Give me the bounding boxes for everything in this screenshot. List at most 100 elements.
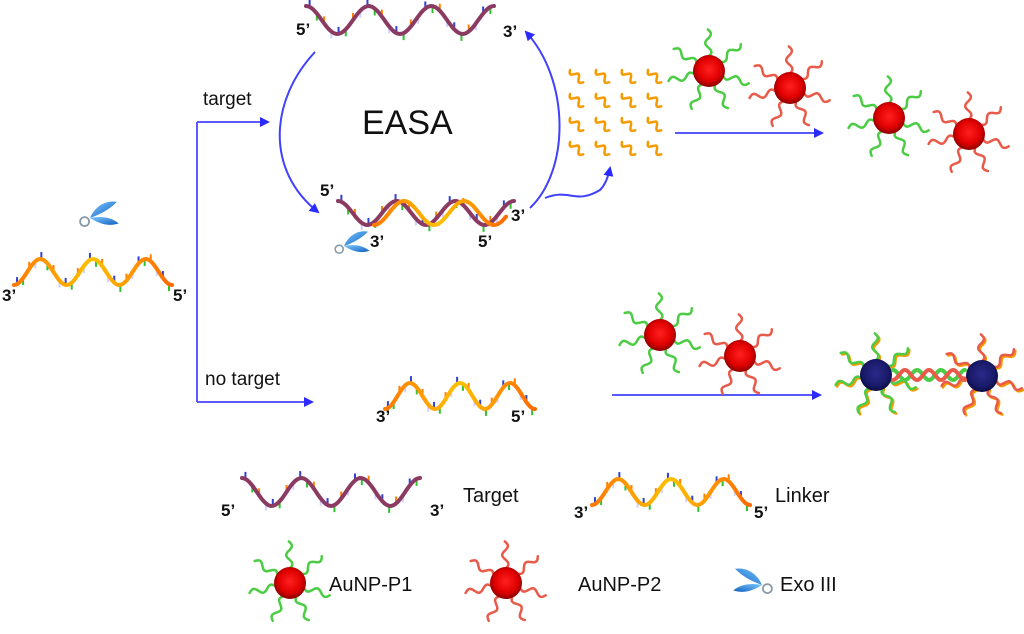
- linker-bridge-duplex: [891, 367, 967, 383]
- backbone: [891, 367, 967, 383]
- handle-ring: [79, 216, 90, 228]
- hybridized-probe: [963, 389, 979, 417]
- probe-strand: [713, 82, 730, 110]
- probe-strand: [703, 28, 713, 58]
- probe-strand: [870, 332, 880, 362]
- target-strand-recycled: [304, 0, 496, 41]
- backbone: [304, 3, 496, 37]
- legend-linker-3-end: 3’: [574, 503, 589, 522]
- probe-strand: [794, 99, 811, 127]
- probe-strand: [500, 540, 510, 570]
- probe-strand: [284, 540, 294, 570]
- aunp-p2-reactant-bottom: [698, 313, 781, 396]
- probe-strand: [885, 346, 910, 368]
- legend-linker-5-end: 5’: [754, 503, 769, 522]
- blade: [733, 584, 762, 592]
- linker-strand-no-target: [383, 376, 537, 416]
- no-target-branch-label: no target: [205, 369, 280, 390]
- linker-fragment: [620, 68, 637, 85]
- cycle-label: EASA: [362, 104, 453, 142]
- probe-strand: [748, 88, 778, 100]
- hybridized-probe: [835, 376, 865, 388]
- blade: [90, 201, 117, 218]
- probe-strand: [294, 594, 311, 622]
- cycle-right-arrow: [524, 30, 561, 209]
- legend-linker-label: Linker: [775, 485, 830, 507]
- probe-strand: [302, 586, 331, 599]
- backbone: [12, 256, 174, 288]
- linker-fragment: [646, 116, 663, 133]
- probe-strand: [703, 332, 730, 350]
- strand-end-label: 5’: [173, 286, 188, 305]
- probe-strand: [270, 594, 286, 623]
- probe-strand: [721, 74, 750, 87]
- linker-fragment: [594, 92, 611, 109]
- probe-strand: [248, 583, 278, 595]
- strand-end-label: 3’: [2, 286, 17, 305]
- blade: [90, 217, 119, 225]
- legend-target-3-end: 3’: [430, 501, 445, 520]
- legend-aunp-p2: [464, 540, 547, 623]
- linker-fragment: [646, 92, 663, 109]
- probe-strand: [486, 594, 502, 623]
- linker-fragment: [568, 68, 585, 85]
- probe-strand: [799, 59, 824, 81]
- probe-strand: [640, 346, 656, 375]
- aunp-p2-product-dispersed: [927, 91, 1010, 174]
- probe-strand: [847, 118, 877, 130]
- linker-fragment: [646, 140, 663, 157]
- linker-fragment: [568, 140, 585, 157]
- legend-aunp-p2-label: AuNP-P2: [578, 574, 662, 596]
- probe-strand: [689, 82, 705, 111]
- strand-end-label: 5’: [511, 407, 526, 426]
- aunp-p2-aggregated: [940, 333, 1024, 417]
- probe-strand: [510, 594, 527, 622]
- linker-fragment: [620, 92, 637, 109]
- backbone: [891, 367, 967, 383]
- backbone: [336, 198, 516, 228]
- linker-strand-in-duplex: [372, 198, 508, 228]
- probe-strand: [869, 129, 885, 158]
- backbone: [383, 380, 537, 412]
- gold-nanoparticle-core: [644, 319, 676, 351]
- linker-bridge-duplex: [891, 367, 967, 383]
- linker-fragment: [594, 140, 611, 157]
- linker-fragment: [568, 116, 585, 133]
- probe-strand: [962, 387, 978, 416]
- probe-strand: [784, 45, 794, 75]
- cycle-left-arrow: [278, 51, 320, 214]
- target-branch-label: target: [203, 89, 252, 110]
- gold-nanoparticle-core: [953, 118, 985, 150]
- strand-end-label: 5’: [478, 232, 493, 251]
- aunp-p2-reactant-top: [748, 45, 831, 128]
- probe-strand: [981, 137, 1010, 150]
- probe-strand: [672, 47, 699, 65]
- probe-strand: [927, 134, 957, 146]
- probe-strand: [623, 311, 650, 329]
- probe-strand: [464, 583, 494, 595]
- blade: [735, 568, 762, 585]
- gold-nanoparticle-core: [774, 72, 806, 104]
- probe-strand: [963, 91, 973, 121]
- probe-strand: [618, 335, 648, 347]
- legend-aunp-p1-label: AuNP-P1: [329, 574, 413, 596]
- probe-strand: [978, 105, 1003, 127]
- backbone: [240, 475, 422, 509]
- aunp-p1-reactant-bottom: [618, 292, 701, 375]
- linker-strand-initial: [12, 252, 174, 292]
- branch-arrows: [196, 117, 314, 407]
- hybridized-probe: [887, 348, 911, 369]
- probe-strand: [973, 145, 990, 173]
- exo3-icon-free: [79, 201, 119, 228]
- gold-nanoparticle-core: [490, 567, 522, 599]
- gold-nanoparticle-core: [860, 359, 892, 391]
- probe-strand: [770, 99, 786, 128]
- probe-strand: [932, 110, 959, 128]
- probe-strand: [667, 71, 697, 83]
- probe-strand: [669, 306, 694, 328]
- legend-exo3-icon: [733, 568, 773, 595]
- probe-strand: [901, 121, 930, 134]
- released-linker-fragments: [568, 68, 663, 157]
- probe-strand: [664, 346, 681, 374]
- aunp-p1-product-dispersed: [847, 75, 930, 158]
